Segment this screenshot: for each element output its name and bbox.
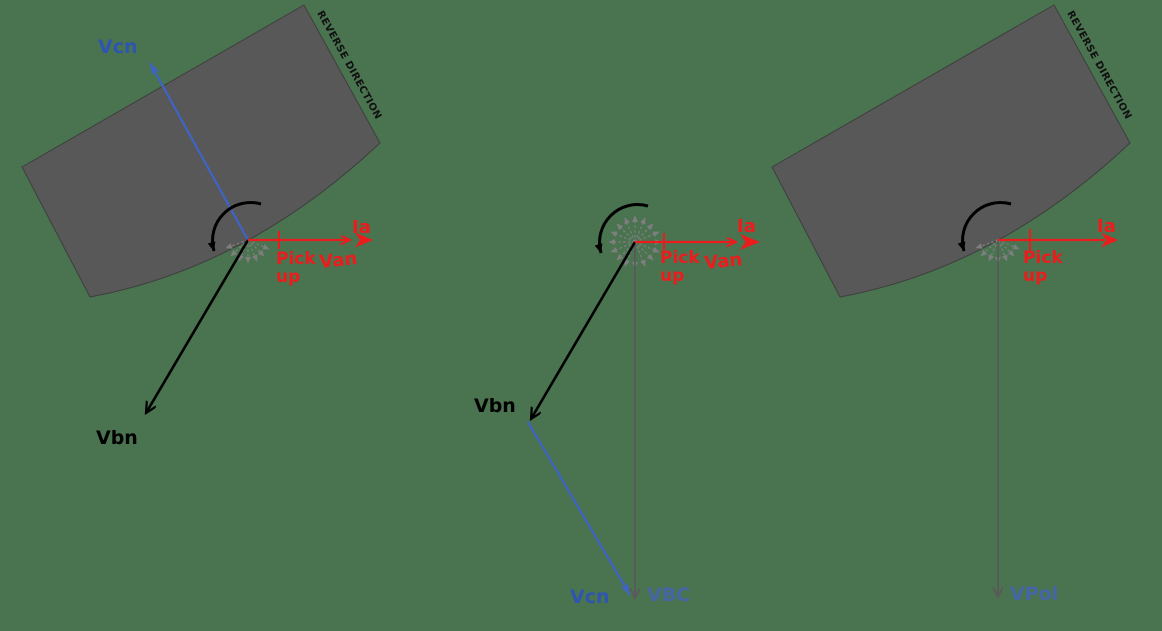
vbn-label: Vbn xyxy=(96,427,138,449)
fan-ray xyxy=(980,239,999,257)
pick-label: Pick xyxy=(660,248,700,268)
fan-ray xyxy=(975,239,999,249)
fan-ray xyxy=(634,241,646,267)
pick-label: Pick xyxy=(1023,248,1063,268)
reverse-direction-zone xyxy=(771,4,1131,298)
right-panel: REVERSE DIRECTION Ia Pick up VPol xyxy=(771,4,1133,605)
rotation-arrow xyxy=(594,203,649,254)
vpol-label: VPol xyxy=(1010,583,1058,605)
left-panel: REVERSE DIRECTION Vcn Vbn Ia Van Pick up xyxy=(21,4,383,449)
fan-ray xyxy=(247,239,270,250)
pick-label: Pick xyxy=(276,249,316,269)
rotation-arrow xyxy=(957,201,1012,252)
pickup-fan-full xyxy=(608,215,662,269)
fan-ray xyxy=(616,223,636,243)
vbc-label: VBC xyxy=(647,584,690,606)
fan-ray xyxy=(634,241,660,253)
vbn-vector xyxy=(146,239,250,413)
ia-arrowhead xyxy=(740,234,760,250)
van-label: Van xyxy=(703,249,743,274)
fan-ray xyxy=(634,223,654,243)
vcn-vector xyxy=(149,62,249,241)
vcn-label: Vcn xyxy=(98,36,138,58)
up-label: up xyxy=(660,266,684,286)
ia-label: Ia xyxy=(352,217,371,238)
fan-ray xyxy=(238,239,249,262)
van-label: Van xyxy=(318,248,358,273)
fan-ray xyxy=(634,231,660,243)
fan-ray xyxy=(634,241,654,261)
fan-ray xyxy=(988,239,999,262)
fan-ray xyxy=(230,239,249,257)
vbn-label: Vbn xyxy=(474,395,516,417)
fan-ray xyxy=(610,231,636,243)
ia-arrowhead xyxy=(355,232,373,248)
fan-ray xyxy=(997,239,1020,250)
fan-ray xyxy=(997,239,1008,262)
vcn-vector xyxy=(527,421,631,596)
ia-label: Ia xyxy=(737,216,756,237)
up-label: up xyxy=(276,267,300,287)
vbn-vector xyxy=(531,241,637,419)
fan-ray xyxy=(624,217,636,243)
fan-ray xyxy=(247,239,265,257)
fan-ray xyxy=(616,241,636,261)
middle-panel: Vbn Vcn VBC Ia Van Pick up xyxy=(474,203,760,608)
vcn-label: Vcn xyxy=(570,586,610,608)
ia-arrowhead xyxy=(1101,232,1118,248)
fan-ray xyxy=(225,239,249,249)
fan-ray xyxy=(634,217,646,243)
ia-label: Ia xyxy=(1097,216,1116,237)
fan-ray xyxy=(247,239,258,262)
up-label: up xyxy=(1023,266,1047,286)
pickup-fan xyxy=(225,239,270,264)
fan-ray xyxy=(997,239,1015,257)
rotation-arrow xyxy=(207,201,262,252)
